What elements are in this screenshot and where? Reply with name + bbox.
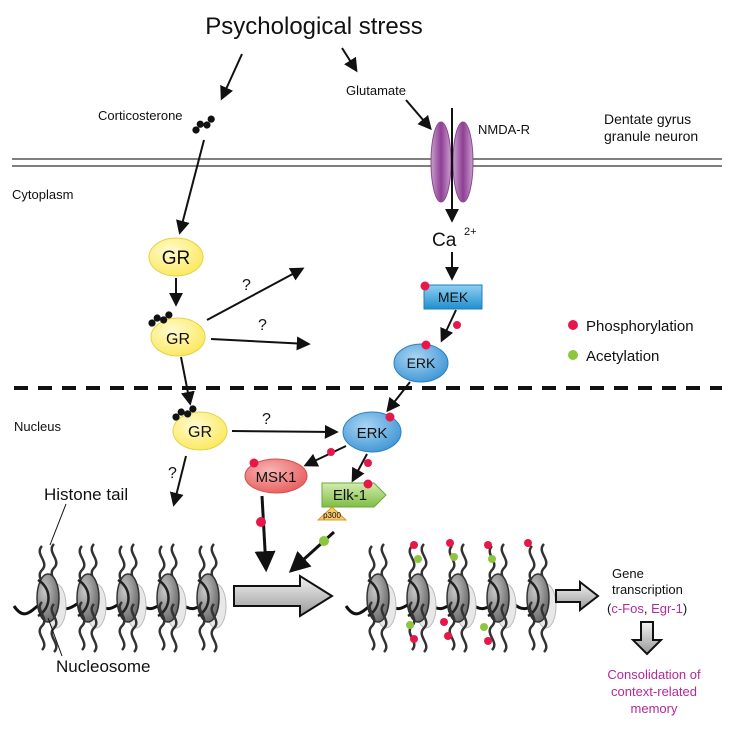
arrow-gr-to-erk <box>231 424 339 439</box>
erk-nuclear-label: ERK <box>357 425 388 442</box>
glutamate-label: Glutamate <box>346 83 406 98</box>
erk-phospho-dot <box>421 340 431 350</box>
arrow-question-upper <box>206 267 305 321</box>
question-mark-nuclear: ? <box>262 411 271 428</box>
elk1-label: Elk-1 <box>333 487 367 504</box>
arrow-stress-to-glutamate <box>341 47 358 73</box>
legend-phospho-label: Phosphorylation <box>586 318 694 335</box>
arrow-glutamate-to-nmda <box>405 99 432 131</box>
p300-shape <box>316 506 348 521</box>
arrow-mek-to-erk <box>440 309 457 343</box>
arrow-to-transcription <box>555 579 600 613</box>
legend: Phosphorylation Acetylation <box>568 318 694 365</box>
memory-line3: memory <box>631 701 678 716</box>
corticosterone-label: Corticosterone <box>98 108 183 123</box>
calcium-charge: 2+ <box>464 226 477 238</box>
calcium-label: Ca <box>432 230 457 251</box>
gene-examples: (c-Fos, Egr-1) <box>607 601 687 616</box>
legend-phospho-marker <box>568 320 578 330</box>
nucleosome-pointer <box>47 617 63 657</box>
gene-label-line2: transcription <box>612 582 683 597</box>
neuron-label-line2: granule neuron <box>604 128 698 144</box>
chromatin-transition-arrow <box>233 574 334 618</box>
gr-bound-label: GR <box>166 331 190 348</box>
arrow-to-memory <box>630 621 664 656</box>
phospho-dot <box>453 321 461 329</box>
legend-acetyl-label: Acetylation <box>586 348 659 365</box>
gene-label-line1: Gene <box>612 566 644 581</box>
p300-label: p300 <box>323 511 341 520</box>
msk1-phospho-dot <box>249 458 259 468</box>
nucleus-label: Nucleus <box>14 419 61 434</box>
chromatin-left <box>12 542 228 654</box>
arrow-erk-to-elk1 <box>351 453 368 483</box>
phospho-dot <box>327 448 335 456</box>
nucleosome-label: Nucleosome <box>56 657 151 676</box>
gr-bound-cytoplasm: GR <box>146 310 206 357</box>
acetyl-dot <box>319 536 329 546</box>
question-mark-upper: ? <box>242 277 251 294</box>
mek-phospho-dot <box>420 281 430 291</box>
mek-label: MEK <box>438 289 469 305</box>
msk1-label: MSK1 <box>256 469 297 486</box>
question-mark-lower: ? <box>258 317 267 334</box>
phospho-dot <box>364 459 372 467</box>
neuron-label-line1: Dentate gyrus <box>604 111 691 127</box>
erk-cytoplasm: ERK <box>393 340 449 383</box>
legend-acetyl-marker <box>568 350 578 360</box>
arrow-corticosterone-to-gr <box>176 139 205 235</box>
arrow-stress-to-corticosterone <box>220 53 243 101</box>
arrow-erk-to-msk1 <box>303 445 347 467</box>
gr-unbound-label: GR <box>162 248 191 269</box>
arrow-msk1-to-chromatin <box>254 495 276 573</box>
elk1-node: Elk-1 p300 <box>316 479 387 521</box>
nmda-r-label: NMDA-R <box>478 122 530 137</box>
erk-nuclear-phospho-dot <box>385 412 395 422</box>
erk-nuclear: ERK <box>342 411 402 453</box>
cytoplasm-label: Cytoplasm <box>12 187 73 202</box>
erk-cyto-label: ERK <box>407 355 436 371</box>
diagram-title: Psychological stress <box>205 13 422 40</box>
question-mark-histone: ? <box>168 465 177 482</box>
memory-line1: Consolidation of <box>607 667 701 682</box>
histone-tail-pointer <box>49 503 67 546</box>
corticosterone-molecule-icon <box>189 114 218 135</box>
memory-line2: context-related <box>611 684 697 699</box>
phospho-dot <box>256 517 266 527</box>
gr-nuclear: GR <box>170 404 228 451</box>
elk1-phospho-dot <box>363 479 373 489</box>
gr-unbound: GR <box>148 237 204 277</box>
arrow-question-lower <box>210 336 311 351</box>
histone-tail-label: Histone tail <box>44 485 128 504</box>
arrow-gr-to-histone <box>169 455 187 507</box>
nmda-receptor-icon <box>430 121 474 203</box>
histone-modifications <box>406 539 532 645</box>
arrow-gr-to-nucleus <box>180 356 195 406</box>
chromatin-right <box>344 542 558 654</box>
arrow-erk-to-nuclear-erk <box>386 381 411 413</box>
mek-box: MEK <box>420 281 483 310</box>
gr-nuclear-label: GR <box>188 424 212 441</box>
msk1-node: MSK1 <box>244 458 308 494</box>
